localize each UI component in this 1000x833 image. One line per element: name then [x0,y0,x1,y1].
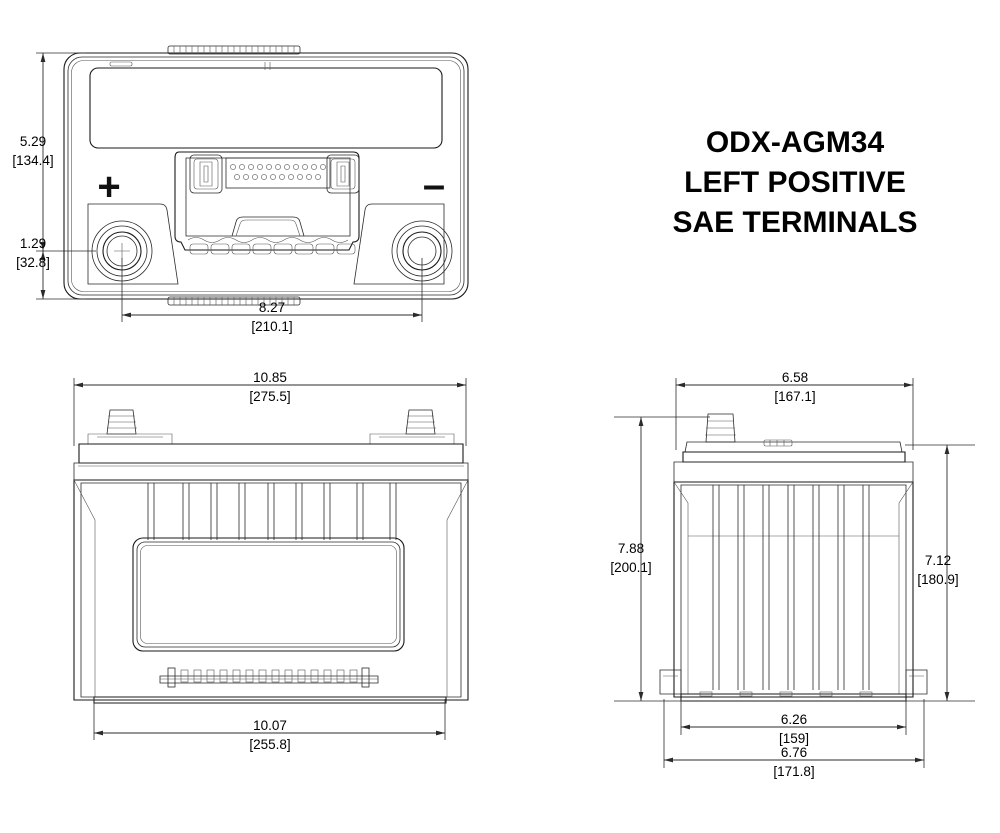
dim-front-width-inch: 10.85 [253,370,287,385]
front-view-holddown-rail [159,667,379,688]
title-line-2: LEFT POSITIVE [684,166,906,199]
top-view-latch-right [326,154,360,194]
front-view [73,409,469,704]
top-view-vent-holes [230,164,326,180]
top-view-positive-pad [87,203,179,285]
side-view-right-foot [905,669,928,695]
title-line-1: ODX-AGM34 [706,126,885,159]
side-view-vent-strip [763,439,793,447]
dim-top-height-inch: 5.29 [20,134,46,149]
front-view-case-body [73,479,469,701]
dim-front-width-mm: [275.5] [249,389,290,404]
dim-top-height-mm: [134.4] [12,153,53,168]
top-view-outer-shell-inner [67,56,465,296]
dim-terminal-offset-inch: 1.29 [20,236,46,251]
dim-side-base-inner-mm: [159] [779,731,809,746]
top-view: + – [63,45,469,306]
side-view-case-body [673,481,914,698]
top-view-outer-shell [63,52,469,300]
front-view-left-gusset [73,479,96,697]
dim-side-height-inch: 7.88 [618,541,644,556]
front-view-dimensions: 10.85 [275.5] 10.07 [255.8] [73,370,467,752]
title-line-3: SAE TERMINALS [672,206,917,239]
title-block: ODX-AGM34 LEFT POSITIVE SAE TERMINALS [672,126,917,239]
dim-terminal-span-mm: [210.1] [251,319,292,334]
top-view-handle-grip-inner [235,219,301,237]
top-view-edge-ribs-bottom [167,296,301,306]
side-view [659,413,928,702]
side-view-ribs [712,485,870,690]
top-view-edge-ribs-top [167,45,301,55]
top-view-negative-pad [353,203,445,285]
side-view-left-gusset [673,481,689,694]
negative-polarity-symbol: – [423,163,445,207]
dim-terminal-span-inch: 8.27 [259,300,285,315]
front-view-right-gusset [446,479,469,697]
top-view-center-notch [264,62,271,70]
dim-terminal-offset-mm: [32.8] [16,255,50,270]
dim-side-width-mm: [167.1] [774,389,815,404]
top-view-wave-line [187,237,349,243]
top-view-bottom-slots [189,243,356,255]
dim-side-case-height-inch: 7.12 [925,553,951,568]
dim-front-base-width-inch: 10.07 [253,718,287,733]
top-view-outer-shell-hair [71,60,461,292]
dim-side-width-inch: 6.58 [782,370,808,385]
dim-front-base-width-mm: [255.8] [249,737,290,752]
dim-side-base-outer-mm: [171.8] [773,764,814,779]
front-view-label-recess [132,537,405,652]
dim-side-base-inner-inch: 6.26 [781,712,807,727]
front-view-label-recess-inner [136,541,401,648]
top-view-vent-cover [225,157,331,189]
front-view-label-recess-hair [140,545,397,644]
side-view-base-tabs [699,691,873,697]
top-view-label-panel [89,67,443,149]
top-view-handle-grip [231,216,305,237]
front-view-case-body-inner [80,482,462,698]
dim-side-case-height-mm: [180.9] [917,572,958,587]
top-view-handle-outline [174,151,360,251]
front-view-ribs [147,483,397,540]
side-view-dimensions: 6.58 [167.1] 7.88 [200.1] 7.12 [180.9] 6… [610,370,975,779]
side-view-vent-ribs [769,440,785,446]
top-view-latch-left [189,154,223,194]
positive-polarity-symbol: + [97,165,120,209]
side-view-right-gusset [898,481,914,694]
top-view-small-tab [109,61,133,67]
dim-side-base-outer-inch: 6.76 [781,745,807,760]
dim-side-height-mm: [200.1] [610,560,651,575]
top-view-dimensions: 5.29 [134.4] 1.29 [32.8] 8.27 [210.1] [12,52,423,334]
